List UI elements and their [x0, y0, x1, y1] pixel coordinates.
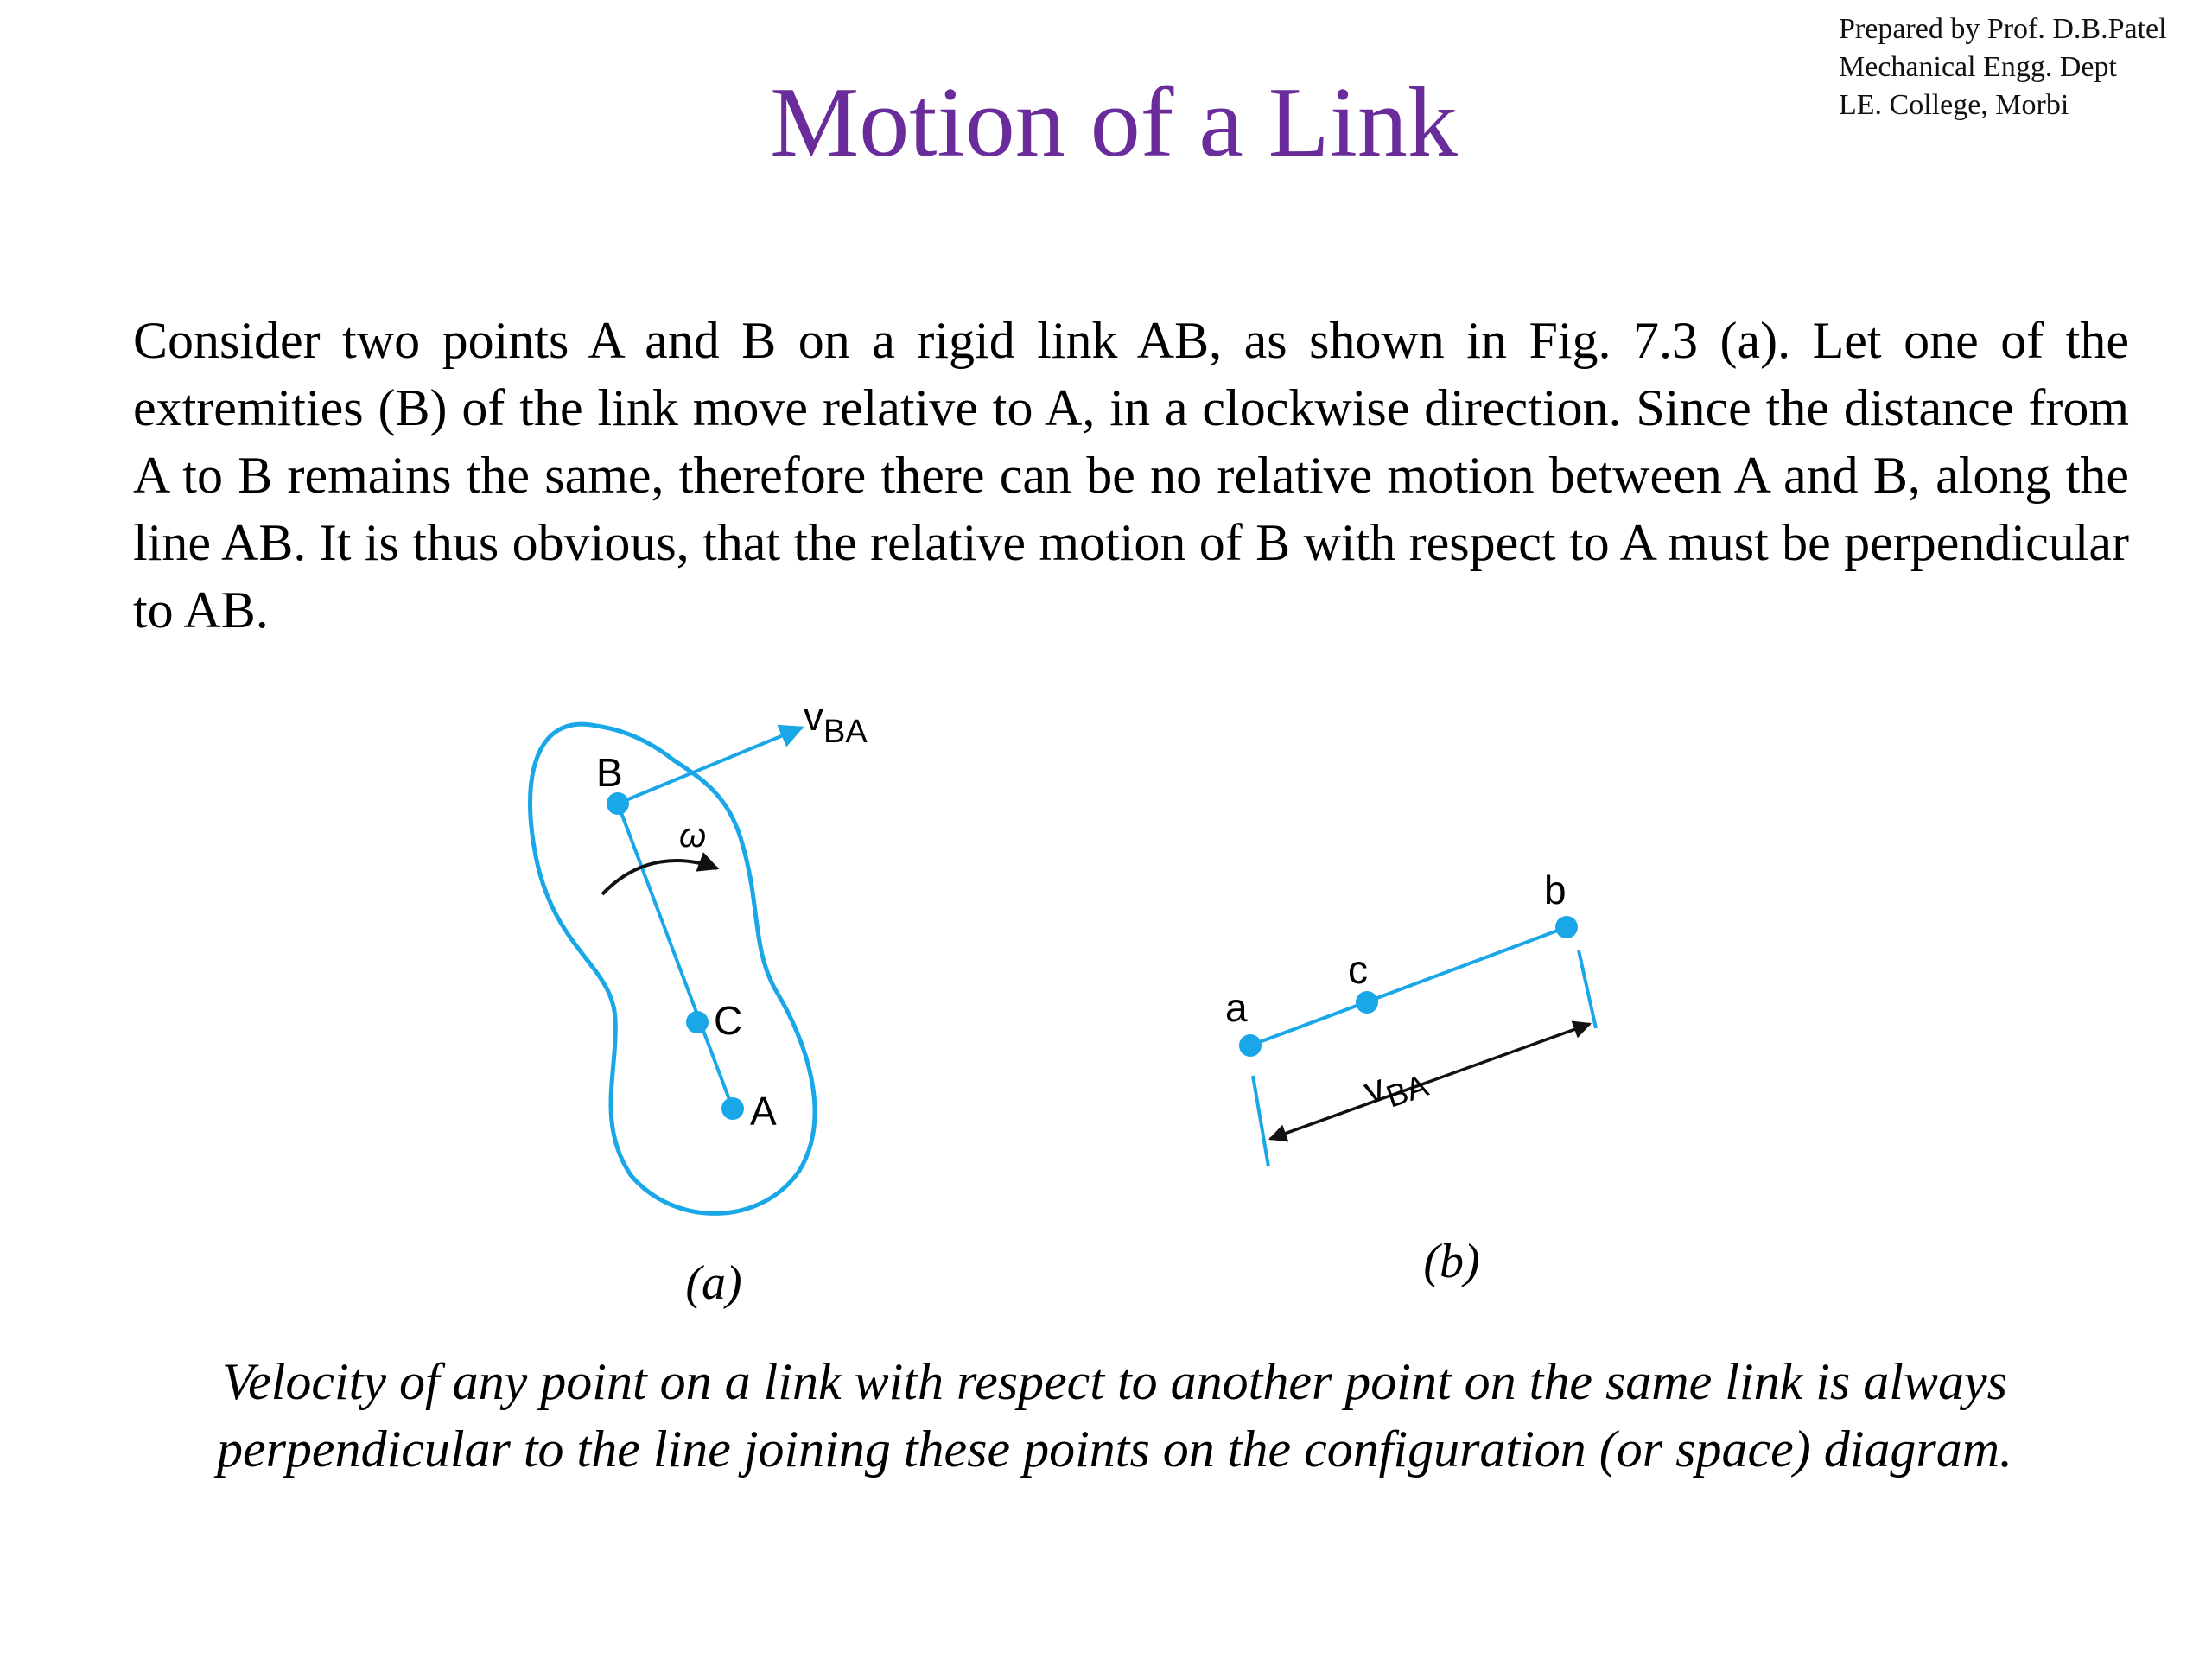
slide-title: Motion of a Link — [770, 67, 1458, 178]
velocity-ba-arrow — [617, 724, 804, 805]
credit-line-name: Prepared by Prof. D.B.Patel — [1839, 13, 2167, 45]
label-c: C — [714, 998, 742, 1043]
point-a — [721, 1097, 744, 1120]
dimension-tick-right — [1577, 950, 1598, 1029]
body-paragraph: Consider two points A and B on a rigid l… — [133, 312, 2129, 639]
velocity-letter-a: v — [804, 694, 823, 739]
label-a: A — [750, 1089, 777, 1134]
caption-a-letter: a — [702, 1256, 726, 1310]
point-c-small — [1356, 991, 1378, 1014]
point-b-small — [1555, 916, 1578, 938]
velocity-label-a: vBA — [804, 694, 868, 750]
velocity-label-b: vBA — [1358, 1052, 1432, 1121]
omega-symbol: ω — [679, 817, 706, 855]
link-ab-line — [616, 803, 734, 1109]
caption-b-open: ( — [1423, 1235, 1442, 1288]
velocity-subscript-b: BA — [1382, 1067, 1433, 1114]
point-a-small — [1239, 1034, 1262, 1057]
figure-b: a c b vBA (b) — [1225, 868, 1598, 1288]
caption-b-close: ) — [1461, 1235, 1480, 1288]
label-b-small: b — [1544, 868, 1567, 912]
caption-a-open: ( — [685, 1256, 704, 1310]
dimension-tick-left — [1251, 1075, 1270, 1167]
figure-a: B C A ω vBA (a) — [528, 694, 868, 1310]
velocity-subscript-a: BA — [823, 714, 868, 750]
rigid-link-body — [528, 721, 817, 1216]
label-a-small: a — [1225, 985, 1248, 1030]
label-c-small: c — [1348, 947, 1368, 992]
velocity-line-ab — [1249, 925, 1567, 1047]
caption-a: (a) — [685, 1256, 741, 1310]
rotation-arrow — [601, 852, 720, 896]
caption-b-letter: b — [1440, 1235, 1464, 1288]
caption-b: (b) — [1423, 1235, 1479, 1288]
caption-a-close: ) — [723, 1256, 742, 1310]
point-c — [686, 1011, 709, 1033]
label-b: B — [596, 750, 623, 795]
conclusion-statement: Velocity of any point on a link with res… — [216, 1353, 2013, 1478]
velocity-dimension-arrow — [1268, 1020, 1592, 1142]
author-credit: Prepared by Prof. D.B.Patel Mechanical E… — [1839, 10, 2167, 124]
credit-line-college: LE. College, Morbi — [1839, 89, 2069, 121]
credit-line-dept: Mechanical Engg. Dept — [1839, 51, 2117, 83]
